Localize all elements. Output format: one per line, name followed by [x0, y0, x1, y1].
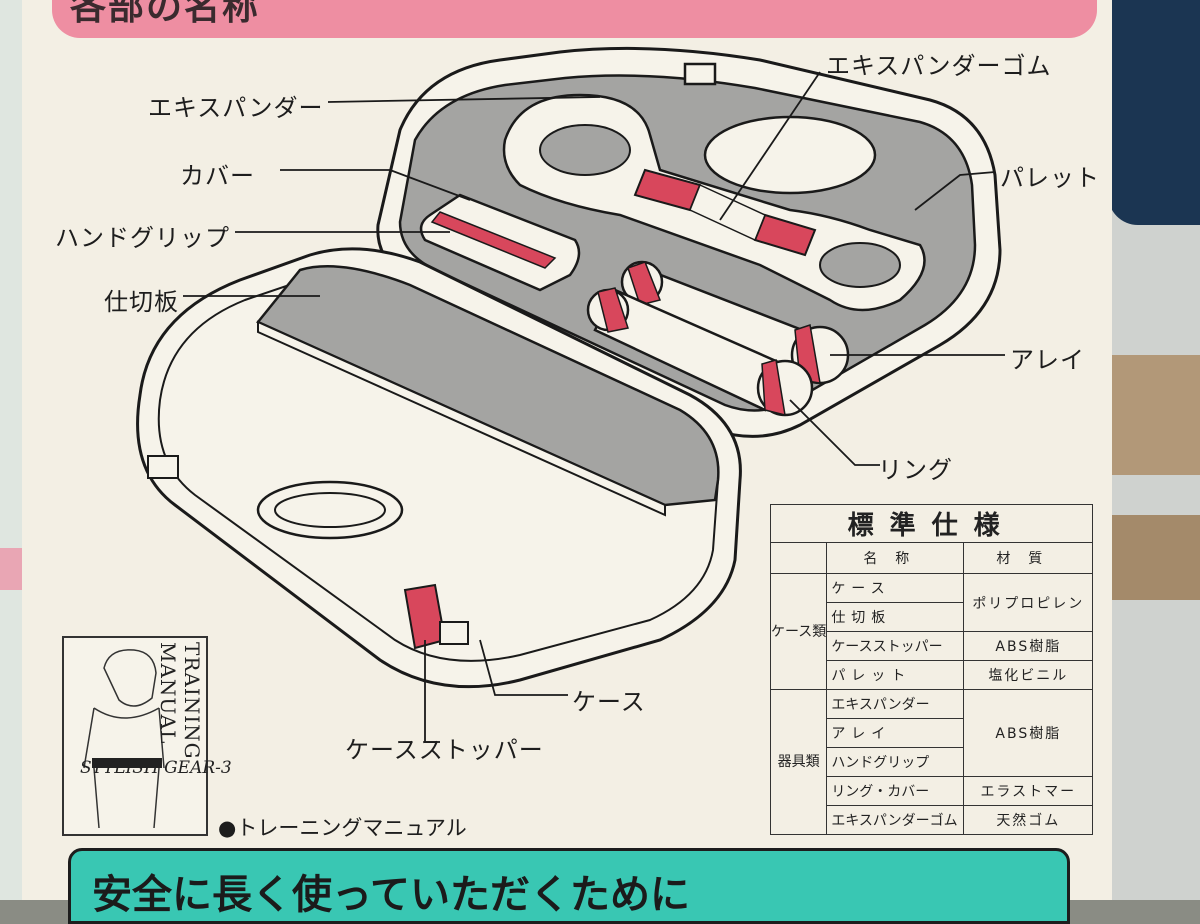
label-cover: カバー — [180, 162, 255, 190]
leader-lines — [183, 71, 1005, 743]
row-name: アレイ — [826, 718, 965, 748]
label-case: ケース — [572, 688, 646, 716]
row-material: ポリプロピレン — [963, 573, 1094, 632]
dumbbell-upper — [618, 260, 850, 385]
section-header-bar — [52, 0, 1097, 38]
row-material: エラストマー — [963, 776, 1094, 806]
row-name: リング・カバー — [826, 776, 965, 806]
manual-subtitle: STYLISH GEAR-3 — [80, 758, 232, 778]
cardboard-box — [1108, 355, 1200, 475]
row-name: エキスパンダーゴム — [826, 805, 965, 835]
label-hand-grip: ハンドグリップ — [55, 224, 230, 252]
bottom-section-title: 安全に長く使っていただくために — [92, 872, 690, 918]
lid-latch — [683, 62, 717, 86]
row-name: エキスパンダー — [826, 689, 965, 719]
row-material: ABS樹脂 — [963, 689, 1094, 777]
cardboard-box-lower — [1108, 515, 1200, 600]
row-name: パレット — [826, 660, 965, 690]
dumbbell-lower — [586, 287, 814, 417]
label-ring: リング — [878, 456, 953, 484]
row-material: 天然ゴム — [963, 805, 1094, 835]
section-title: 各部の名称 — [70, 0, 261, 28]
label-divider: 仕切板 — [104, 288, 179, 316]
manual-cover-image — [62, 636, 208, 836]
row-name: 仕切板 — [826, 602, 965, 632]
expander — [502, 93, 926, 312]
navy-fabric — [1108, 0, 1200, 225]
group-case: ケース類 — [769, 573, 828, 690]
row-name: ハンドグリップ — [826, 747, 965, 777]
row-material: 塩化ビニル — [963, 660, 1094, 690]
col-header-material: 材質 — [963, 542, 1094, 574]
group-equipment: 器具類 — [769, 689, 828, 835]
palette-cutout — [703, 115, 877, 195]
label-expander: エキスパンダー — [148, 94, 324, 122]
row-material: ABS樹脂 — [963, 631, 1094, 661]
row-name: ケースストッパー — [826, 631, 965, 661]
spec-table: 標準仕様 名称 材質 ケース類 ケース ポリプロピレン 仕切板 ケースストッパー… — [769, 504, 1094, 835]
col-header-name: 名称 — [826, 542, 965, 574]
side-latch — [147, 455, 179, 479]
case-stopper-part — [403, 583, 469, 650]
manual-caption: ●トレーニングマニュアル — [218, 816, 467, 840]
hand-grip — [419, 193, 581, 292]
figure-sketch — [83, 649, 165, 829]
label-palette: パレット — [1000, 164, 1100, 192]
label-case-stopper: ケースストッパー — [345, 736, 544, 764]
case-illustration — [136, 46, 1005, 743]
manual-title: TRAINING MANUAL — [156, 642, 204, 760]
label-expander-rubber: エキスパンダーゴム — [826, 52, 1052, 80]
spec-table-title: 標準仕様 — [769, 504, 1094, 543]
row-name: ケース — [826, 573, 965, 603]
divider-edge — [257, 320, 666, 517]
label-dumbbell: アレイ — [1010, 346, 1085, 374]
divider-panel — [256, 265, 720, 507]
